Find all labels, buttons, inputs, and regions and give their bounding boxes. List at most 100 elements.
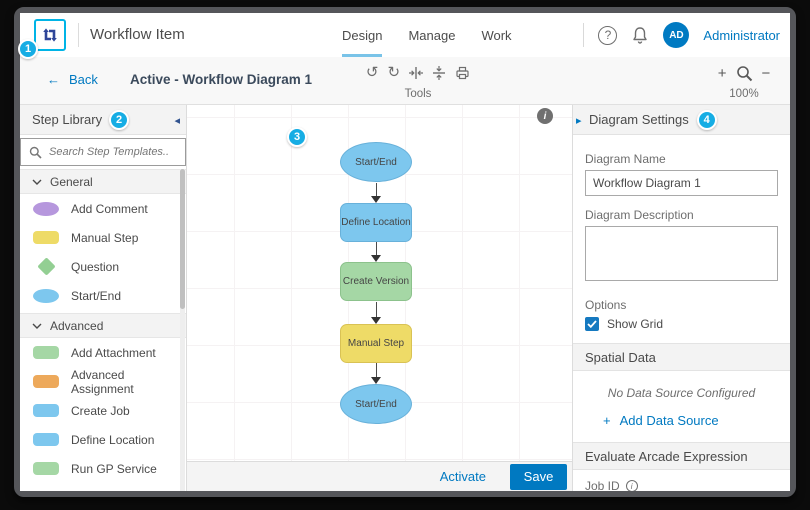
tools-label: Tools — [404, 88, 432, 100]
diagram-settings-title: Diagram Settings — [589, 112, 689, 127]
options-label: Options — [585, 298, 627, 312]
diagram-description-label: Diagram Description — [585, 208, 694, 222]
callout-4: 4 — [696, 109, 717, 130]
main-tabs: Design Manage Work — [342, 13, 512, 57]
step-template-manual-step[interactable]: Manual Step — [20, 223, 186, 252]
node-start-end-bottom[interactable]: Start/End — [340, 384, 412, 424]
rect-step-icon — [33, 404, 59, 417]
canvas-footer: Activate Save — [187, 461, 572, 491]
user-avatar[interactable]: AD — [663, 22, 690, 48]
diagram-breadcrumb: Active - Workflow Diagram 1 — [130, 72, 313, 87]
help-icon[interactable]: ? — [598, 25, 618, 45]
print-icon[interactable] — [455, 66, 470, 80]
step-template-start-end[interactable]: Start/End — [20, 281, 186, 310]
step-template-add-comment[interactable]: Add Comment — [20, 194, 186, 223]
callout-1: 1 — [18, 39, 38, 59]
rect-step-icon — [33, 433, 59, 446]
back-button[interactable]: ← Back — [47, 72, 98, 87]
diagram-canvas[interactable]: 3 i Start/End Define Location Create Ver… — [187, 105, 572, 491]
diagram-name-input[interactable] — [585, 170, 778, 196]
chevron-down-icon — [32, 323, 42, 329]
rect-step-icon — [33, 231, 59, 244]
diagram-settings-panel: ▸ Diagram Settings 4 Diagram Name Diagra… — [572, 105, 790, 491]
magnifier-icon[interactable] — [736, 65, 753, 82]
job-id-label: Job ID i — [585, 479, 778, 491]
rect-step-icon — [33, 375, 59, 388]
rect-step-icon — [33, 462, 59, 475]
zoom-controls: + − 100% — [706, 61, 782, 101]
node-start-end-top[interactable]: Start/End — [340, 142, 412, 182]
canvas-info-icon[interactable]: i — [537, 108, 553, 124]
step-library-title: Step Library — [32, 112, 103, 127]
zoom-out-icon[interactable]: − — [761, 64, 771, 82]
collapse-right-panel-icon[interactable]: ▸ — [576, 115, 582, 127]
node-create-version[interactable]: Create Version — [340, 262, 412, 301]
spatial-data-header: Spatial Data — [573, 343, 790, 371]
job-id-info-icon[interactable]: i — [625, 480, 638, 491]
callout-2: 2 — [109, 109, 130, 130]
rect-step-icon — [33, 346, 59, 359]
header-divider — [78, 23, 79, 47]
section-advanced[interactable]: Advanced — [20, 313, 186, 338]
no-data-source-text: No Data Source Configured — [607, 386, 756, 400]
step-template-add-attachment[interactable]: Add Attachment — [20, 338, 186, 367]
search-icon — [29, 146, 42, 159]
user-name[interactable]: Administrator — [703, 27, 780, 43]
app-window: 1 Workflow Item Design Manage Work ? AD — [14, 7, 796, 497]
connector-arrow-icon — [371, 183, 381, 203]
show-grid-label: Show Grid — [607, 317, 664, 331]
diagram-name-label: Diagram Name — [585, 152, 666, 166]
plus-icon: + — [603, 413, 611, 428]
diamond-step-icon — [36, 257, 56, 276]
connector-arrow-icon — [371, 363, 381, 384]
section-general[interactable]: General — [20, 169, 186, 194]
redo-icon[interactable]: ↻ — [387, 64, 401, 81]
step-template-create-job[interactable]: Create Job — [20, 396, 186, 425]
tab-manage[interactable]: Manage — [408, 27, 456, 43]
step-library-panel: Step Library 2 ◂ General Add Comment — [20, 105, 187, 491]
connector-arrow-icon — [371, 242, 381, 262]
zoom-in-icon[interactable]: + — [717, 64, 727, 82]
activate-button[interactable]: Activate — [439, 469, 486, 484]
undo-icon[interactable]: ↺ — [365, 64, 379, 81]
step-template-send-email[interactable]: Send Email — [20, 483, 186, 492]
search-input[interactable] — [49, 146, 169, 158]
collapse-left-panel-icon[interactable]: ◂ — [174, 115, 180, 127]
notifications-bell-icon[interactable] — [631, 26, 649, 45]
step-template-question[interactable]: Question — [20, 252, 186, 281]
section-label: General — [50, 174, 93, 189]
app-header: Workflow Item Design Manage Work ? AD Ad… — [20, 13, 790, 57]
connector-arrow-icon — [371, 302, 381, 324]
step-template-define-location[interactable]: Define Location — [20, 425, 186, 454]
save-button[interactable]: Save — [510, 463, 567, 490]
tools-group: ↺ ↻ Tools — [358, 61, 478, 100]
arcade-expression-header: Evaluate Arcade Expression — [573, 442, 790, 470]
ellipse-step-icon — [33, 201, 59, 216]
back-label: Back — [69, 72, 98, 87]
ellipse-step-icon — [33, 288, 59, 303]
page-title: Workflow Item — [90, 26, 185, 43]
sidebar-scrollbar[interactable] — [180, 169, 185, 491]
step-template-run-gp-service[interactable]: Run GP Service — [20, 454, 186, 483]
section-label: Advanced — [50, 318, 104, 333]
header-right-divider — [583, 23, 585, 47]
align-vertical-icon[interactable] — [432, 66, 446, 80]
callout-3: 3 — [287, 127, 307, 147]
align-horizontal-icon[interactable] — [409, 66, 424, 80]
node-define-location[interactable]: Define Location — [340, 203, 412, 242]
step-search-box[interactable] — [20, 138, 186, 166]
tab-design[interactable]: Design — [342, 13, 383, 57]
node-manual-step[interactable]: Manual Step — [340, 324, 412, 363]
step-template-advanced-assignment[interactable]: Advanced Assignment — [20, 367, 186, 396]
zoom-level: 100% — [729, 88, 759, 100]
back-arrow-icon: ← — [47, 72, 60, 87]
tab-work[interactable]: Work — [481, 27, 512, 43]
diagram-description-textarea[interactable] — [585, 226, 778, 281]
chevron-down-icon — [32, 179, 42, 185]
diagram-toolbar: ← Back Active - Workflow Diagram 1 ↺ ↻ — [20, 57, 790, 105]
workflow-manager-logo-icon — [34, 19, 66, 51]
step-library-header: Step Library 2 ◂ — [20, 105, 186, 135]
add-data-source-button[interactable]: + Add Data Source — [603, 413, 719, 428]
diagram-settings-header: ▸ Diagram Settings 4 — [573, 105, 790, 135]
show-grid-checkbox[interactable] — [585, 317, 599, 331]
